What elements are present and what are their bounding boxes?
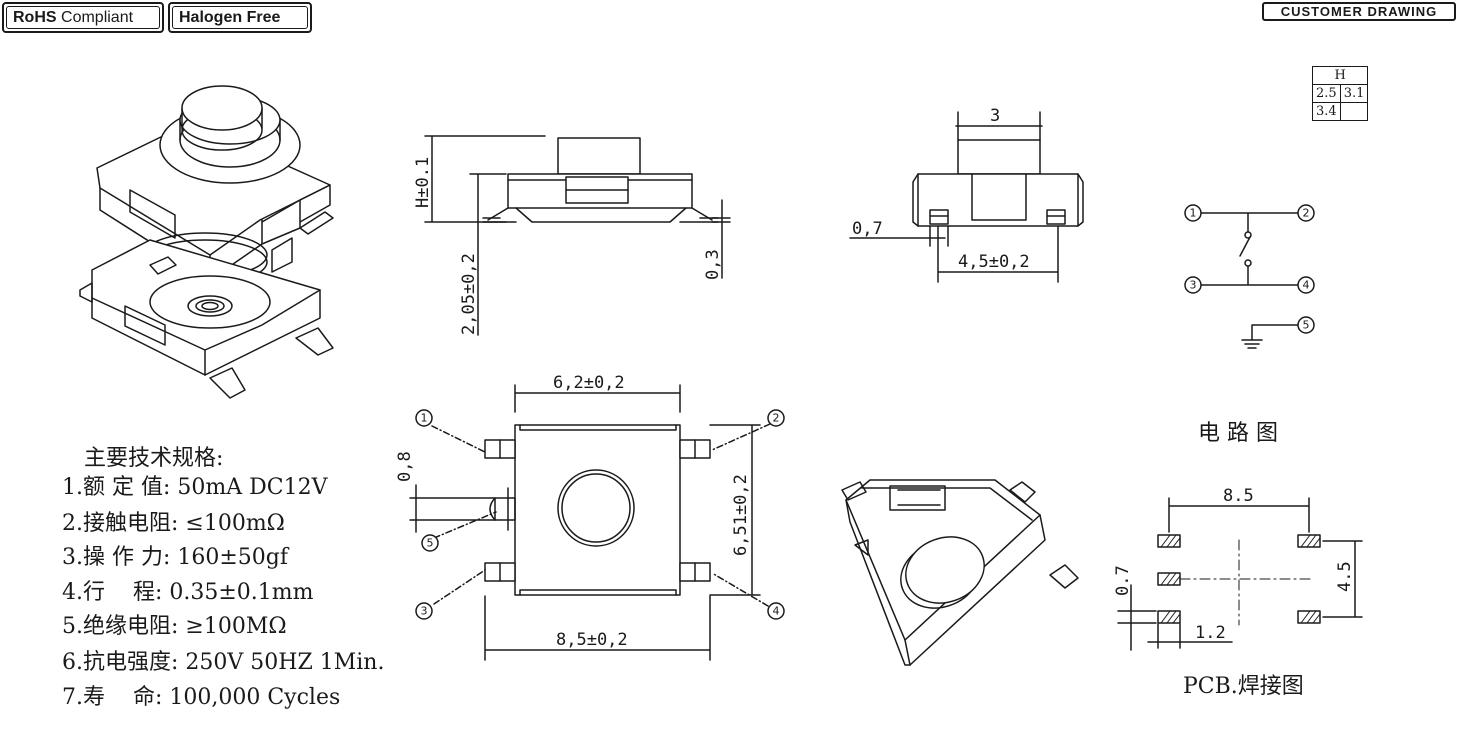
circuit-pin-label: 5 [1303,319,1310,332]
height-table-cell: 3.4 [1312,102,1341,121]
height-table-cell: 3.1 [1339,84,1369,103]
circuit-pin-label: 2 [1303,207,1310,220]
pcb-dim-0-7: 0.7 [1113,565,1133,596]
dim-4-5: 4,5±0,2 [958,252,1030,272]
spec-item: 7.寿 命: 100,000 Cycles [62,685,341,710]
specs-title: 主要技术规格: [84,446,224,471]
pcb-dim-8-5: 8.5 [1223,486,1254,506]
dim-3: 3 [990,106,1000,126]
spec-item: 5.绝缘电阻: ≥100MΩ [62,614,287,639]
circuit-caption: 电 路 图 [1198,421,1278,446]
rohs-label: RoHS [13,8,57,26]
dim-6-2: 6,2±0,2 [553,373,625,393]
circuit-pin-label: 3 [1190,279,1197,292]
front-view-drawing: 3 0,7 4,5±0,2 [849,106,1084,283]
spec-item: 1.额 定 值: 50mA DC12V [62,475,328,500]
spec-item: 4.行 程: 0.35±0.1mm [62,580,314,605]
spec-item: 6.抗电强度: 250V 50HZ 1Min. [62,650,385,675]
circuit-pin-label: 1 [1190,207,1197,220]
pin-label: 3 [421,605,428,618]
pcb-caption: PCB.焊接图 [1183,674,1304,699]
dim-0-3: 0,3 [703,249,723,280]
pin-label: 5 [427,537,434,550]
dim-h: H±0.1 [413,157,433,208]
dim-6-51: 6,51±0,2 [731,474,751,556]
halogen-free-label: Halogen Free [172,6,308,29]
compliant-label: Compliant [61,8,134,26]
exploded-isometric-view [79,85,334,399]
pcb-dim-4-5: 4.5 [1335,561,1355,592]
side-view-drawing: H±0.1 2,05±0,2 0,3 [413,135,731,336]
dim-8-5: 8,5±0,2 [556,630,628,650]
circuit-diagram: 1 2 3 4 5 [1184,204,1315,349]
spec-item: 2.接触电阻: ≤100mΩ [62,511,285,536]
pcb-footprint: 8.5 4.5 0.7 1.2 [1113,486,1363,651]
dim-0-7: 0,7 [852,219,883,239]
circuit-pin-label: 4 [1303,279,1310,292]
rohs-badge: RoHS Compliant [2,2,164,33]
dim-2-05: 2,05±0,2 [459,253,479,335]
pin-label: 4 [773,605,780,618]
pcb-dim-1-2: 1.2 [1195,623,1226,643]
top-view-drawing: 6,2±0,2 8,5±0,2 6,51±0,2 0,8 1 2 3 4 5 [395,373,785,661]
assembled-isometric-view [841,479,1079,666]
pin-label: 2 [773,412,780,425]
spec-item: 3.操 作 力: 160±50gf [62,545,289,570]
customer-drawing-label: CUSTOMER DRAWING [1262,2,1456,21]
pin-label: 1 [421,412,428,425]
dim-0-8: 0,8 [395,451,415,482]
halogen-free-badge: Halogen Free [168,2,312,33]
height-table-cell [1339,102,1369,121]
